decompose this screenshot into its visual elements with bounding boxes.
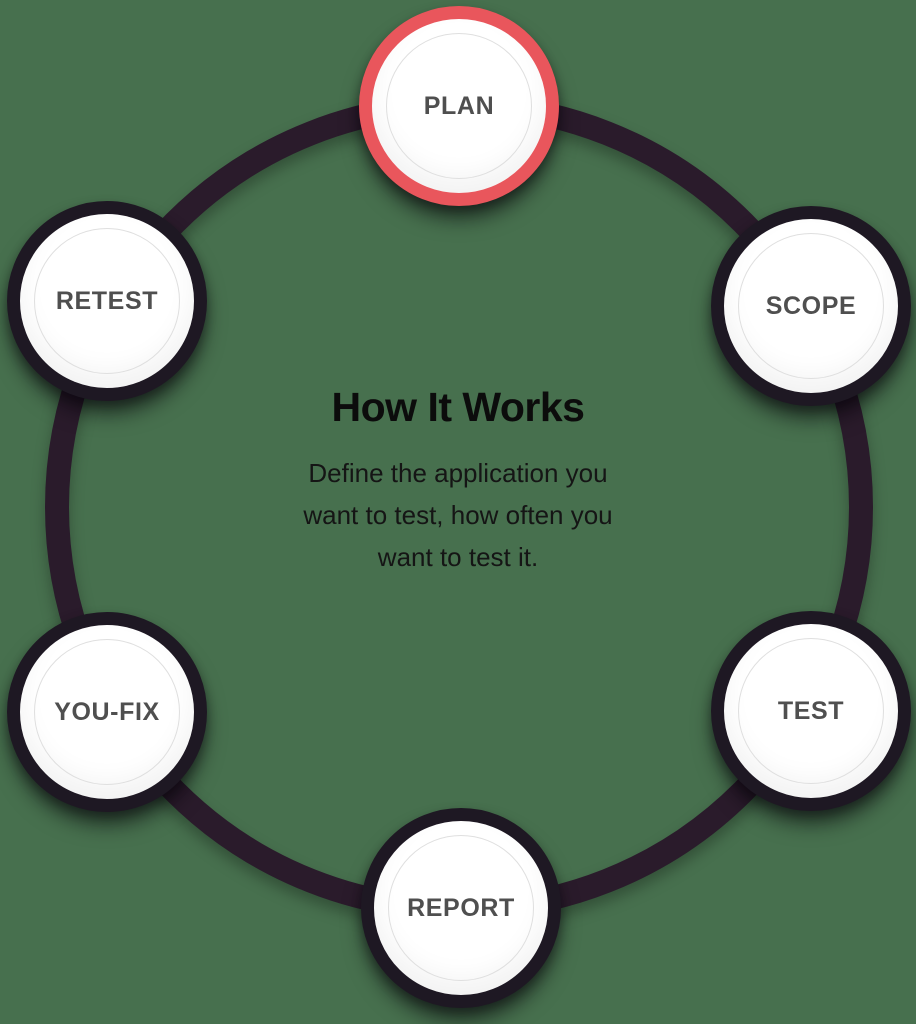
diagram-title: How It Works xyxy=(331,384,585,430)
step-label-plan: PLAN xyxy=(423,91,495,120)
step-node-plan[interactable]: PLAN xyxy=(359,6,559,206)
step-node-scope[interactable]: SCOPE xyxy=(711,206,911,406)
step-node-you-fix[interactable]: YOU-FIX xyxy=(7,612,207,812)
center-text-block: How It Works Define the application you … xyxy=(218,384,698,578)
diagram-description: Define the application you want to test,… xyxy=(303,458,613,573)
step-node-report[interactable]: REPORT xyxy=(361,808,561,1008)
step-node-test[interactable]: TEST xyxy=(711,611,911,811)
step-label-scope: SCOPE xyxy=(765,291,857,320)
step-label-retest: RETEST xyxy=(55,286,159,315)
step-label-report: REPORT xyxy=(407,893,515,922)
step-node-retest[interactable]: RETEST xyxy=(7,201,207,401)
step-label-you-fix: YOU-FIX xyxy=(54,697,160,726)
step-label-test: TEST xyxy=(777,696,845,725)
